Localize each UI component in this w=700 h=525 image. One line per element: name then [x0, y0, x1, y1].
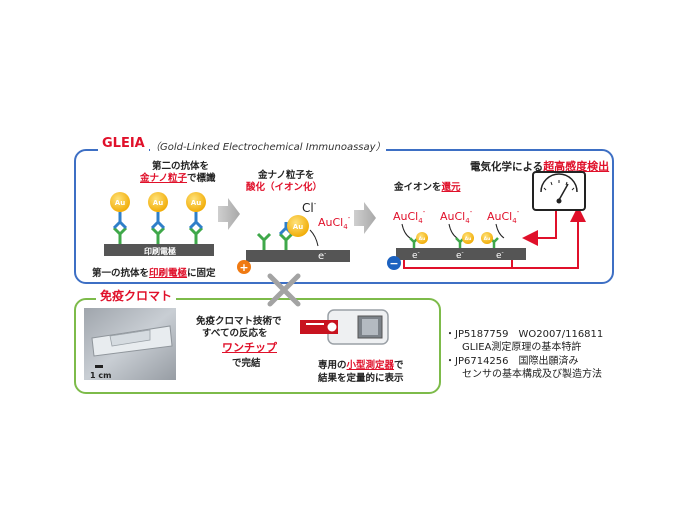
step2-caption-line2: 酸化（イオン化） — [246, 182, 323, 193]
svg-text:Au: Au — [484, 236, 491, 242]
gold-nanoparticle-step2 — [287, 215, 309, 237]
electrode-label: 印刷電極 — [144, 246, 176, 256]
second-antibodies — [112, 212, 204, 230]
gleia-title: GLEIA — [98, 136, 149, 151]
aucl4-ion-1: AuCl4- — [393, 208, 426, 225]
svg-text:Au: Au — [115, 199, 125, 207]
printed-electrode-2 — [246, 250, 350, 262]
meter-icon — [532, 171, 586, 211]
electron-label-3a: e- — [412, 249, 420, 261]
step3-caption-prefix: 金イオンを — [394, 182, 442, 193]
step1-caption-red: 金ナノ粒子 — [140, 173, 188, 184]
step3-caption: 金イオンを還元 — [394, 179, 461, 193]
reduction-arrows — [401, 223, 505, 239]
positive-electrode-icon — [237, 260, 251, 274]
gold-nanoparticles-step1: Au Au Au — [110, 192, 206, 212]
combine-cross-icon — [267, 273, 301, 307]
immuno-text-line4: で完結 — [232, 358, 261, 369]
first-antibodies — [112, 226, 204, 244]
detector-caption-red: 超高感度検出 — [543, 160, 610, 173]
device-caption-line1: 専用の小型測定器で — [318, 357, 404, 371]
step1-caption-rest: で標識 — [187, 173, 216, 184]
detector-caption-prefix: 電気化学による — [470, 161, 544, 173]
step2-caption-line1: 金ナノ粒子を — [258, 170, 315, 181]
device-caption-line2: 結果を定量的に表示 — [318, 373, 404, 384]
step-arrow-1 — [218, 198, 240, 230]
device-caption-suffix: で — [394, 360, 404, 371]
immuno-text-line2: すべての反応を — [202, 328, 268, 339]
svg-text:Au: Au — [191, 199, 201, 207]
device-caption-prefix: 専用の — [318, 360, 347, 371]
step3-illustration: AuCl4- AuCl4- AuCl4- Au Au Au e- e- e- − — [387, 171, 586, 270]
scale-bar — [95, 365, 103, 368]
svg-text:Au: Au — [293, 223, 303, 231]
electron-label-3c: e- — [496, 249, 504, 261]
step1-caption-line1: 第二の抗体を — [152, 161, 210, 172]
circuit-line — [511, 206, 586, 269]
device-caption-red: 小型測定器 — [346, 360, 395, 371]
aucl4-ion-2: AuCl4- — [440, 208, 473, 225]
negative-electrode-icon — [387, 256, 401, 270]
svg-text:Au: Au — [419, 236, 426, 242]
chloride-ion: Cl- — [302, 200, 317, 215]
immuno-title: 免疫クロマト — [96, 287, 177, 304]
step3-caption-red: 還元 — [441, 182, 461, 193]
gold-nanoparticles-step3: Au Au Au — [416, 232, 493, 244]
svg-text:−: − — [389, 257, 398, 270]
circuit-return — [522, 206, 557, 246]
immuno-text-onechip: ワンチップ — [222, 341, 277, 354]
patent-2-line2: センサの基本構成及び製造方法 — [462, 369, 602, 380]
electron-label-3b: e- — [456, 249, 464, 261]
immunochromatography-chip-photo: 1 cm — [84, 308, 176, 380]
svg-text:Au: Au — [465, 236, 472, 242]
step-arrow-2 — [354, 202, 376, 234]
scale-label: 1 cm — [90, 371, 111, 380]
printed-electrode-1 — [104, 244, 214, 256]
patent-1-line2: GLIEA測定原理の基本特許 — [462, 342, 582, 353]
aucl4-product: AuCl4- — [318, 214, 351, 231]
detector-caption: 電気化学による超高感度検出 — [470, 158, 609, 174]
aucl4-ion-3: AuCl4- — [487, 208, 520, 225]
step1-bottom-prefix: 第一の抗体を — [92, 268, 150, 279]
small-reader-device-photo — [300, 309, 389, 345]
step2-illustration: Au Cl- AuCl4- e- + — [237, 200, 351, 274]
step1-bottom-red: 印刷電極 — [149, 268, 188, 279]
electron-arrow — [309, 229, 319, 247]
printed-electrode-3 — [396, 248, 526, 260]
immuno-text-line1: 免疫クロマト技術で — [196, 316, 282, 327]
step1-caption-line2: 金ナノ粒子で標識 — [140, 170, 216, 184]
svg-text:Au: Au — [153, 199, 163, 207]
step1-bottom-suffix: に固定 — [187, 268, 216, 279]
svg-text:+: + — [239, 261, 248, 274]
electron-label-step2: e- — [318, 250, 326, 262]
gleia-subtitle: （Gold-Linked Electrochemical Immunoassay… — [150, 138, 386, 153]
patent-2-line1: ・JP6714256 国際出願済み — [445, 356, 579, 367]
step1-bottom-caption: 第一の抗体を印刷電極に固定 — [92, 265, 216, 279]
step1-illustration: 印刷電極 Au Au Au — [104, 192, 214, 256]
patent-1-line1: ・JP5187759 WO2007/116811 — [445, 329, 604, 340]
